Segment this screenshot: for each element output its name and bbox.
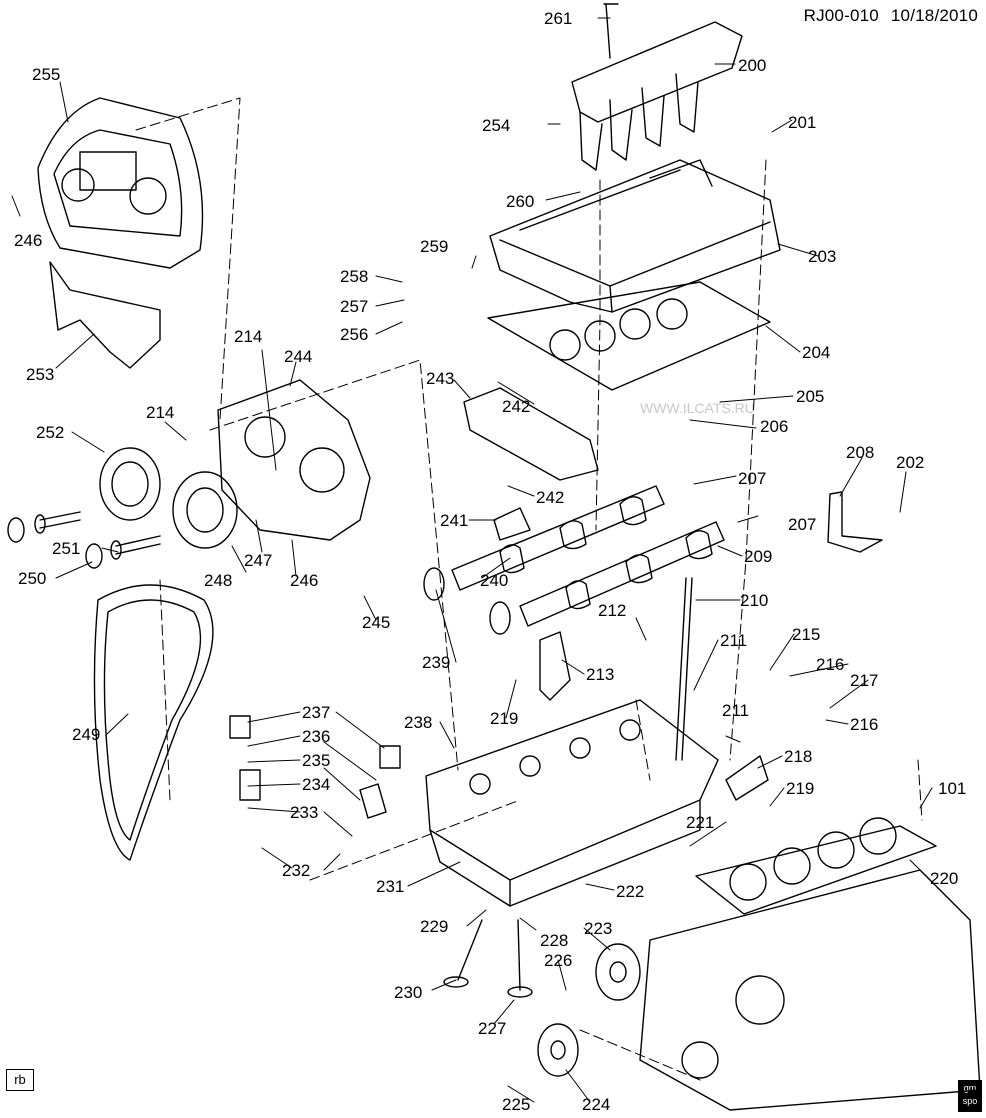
exhaust-camshaft-part [519, 521, 725, 627]
callout-label: 228 [540, 931, 568, 950]
callout-label: 206 [760, 417, 788, 436]
diagram-header: RJ00-010 10/18/2010 [792, 6, 978, 26]
callout-label: 208 [846, 443, 874, 462]
callout-label: 229 [420, 917, 448, 936]
callout-label: 200 [738, 56, 766, 75]
callout-label: 221 [686, 813, 714, 832]
intake-camshaft-sprocket-part [99, 447, 161, 521]
callout-label: 253 [26, 365, 54, 384]
callout-label: 259 [420, 237, 448, 256]
callout-label: 233 [290, 803, 318, 822]
valve-spring-part [229, 715, 401, 819]
ignition-coil-part [571, 3, 743, 171]
callout-label: 219 [786, 779, 814, 798]
callout-label: 211 [720, 631, 747, 650]
callout-label: 204 [802, 343, 830, 362]
callout-label: 214 [234, 327, 262, 346]
callout-label: 231 [376, 877, 404, 896]
head-bolt-part [675, 577, 693, 761]
callout-label: 251 [52, 539, 80, 558]
callout-label: 240 [480, 571, 508, 590]
timing-guide-part [49, 261, 161, 369]
callout-label: 220 [930, 869, 958, 888]
callout-label: 258 [340, 267, 368, 286]
callout-label: 216 [816, 655, 844, 674]
callout-label: 260 [506, 192, 534, 211]
callout-label: 202 [896, 453, 924, 472]
footer-code-box: rb [6, 1069, 34, 1091]
callout-label: 256 [340, 325, 368, 344]
callout-label: 223 [584, 919, 612, 938]
callout-label: 255 [32, 65, 60, 84]
cover-gasket-part [487, 281, 771, 391]
callout-label: 211 [722, 701, 749, 720]
callout-label: 101 [938, 779, 966, 798]
camshaft-bearing-cap-part [463, 387, 599, 541]
callout-label: 225 [502, 1095, 530, 1114]
callout-label: 245 [362, 613, 390, 632]
callout-label: 242 [502, 397, 530, 416]
idler-pulley-part [537, 1023, 579, 1077]
cylinder-head-gasket-part [695, 817, 937, 915]
exhaust-camshaft-sprocket-part [172, 471, 238, 549]
callout-label: 236 [302, 727, 330, 746]
timing-belt-part [93, 584, 214, 861]
callout-label: 230 [394, 983, 422, 1002]
tensioner-pulley-part [595, 943, 641, 1001]
callout-label: 246 [290, 571, 318, 590]
callout-label: 249 [72, 725, 100, 744]
callout-label: 226 [544, 951, 572, 970]
callout-label: 261 [544, 9, 572, 28]
callout-label: 252 [36, 423, 64, 442]
callout-label: 210 [740, 591, 768, 610]
callout-label: 203 [808, 247, 836, 266]
intake-camshaft-part [451, 485, 665, 591]
callout-label: 222 [616, 882, 644, 901]
callout-label: 217 [850, 671, 878, 690]
callout-label: 254 [482, 116, 510, 135]
callout-label: 207 [738, 469, 766, 488]
diagram-code: RJ00-010 [803, 6, 879, 25]
callout-label: 242 [536, 488, 564, 507]
cylinder-head-part [425, 699, 719, 907]
callout-label: 216 [850, 715, 878, 734]
callout-label: 232 [282, 861, 310, 880]
callout-label: 248 [204, 571, 232, 590]
engine-block-part [639, 869, 981, 1111]
callout-label: 234 [302, 775, 330, 794]
callout-label: 257 [340, 297, 368, 316]
callout-label: 224 [582, 1095, 610, 1114]
callout-label: 214 [146, 403, 174, 422]
callout-label: 212 [598, 601, 626, 620]
watermark: WWW.ILCATS.RU [640, 400, 755, 416]
valve-part [443, 919, 533, 998]
callout-label: 213 [586, 665, 614, 684]
front-timing-cover-part [37, 97, 204, 269]
callout-label: 235 [302, 751, 330, 770]
callout-label: 246 [14, 231, 42, 250]
callout-label: 241 [440, 511, 468, 530]
callout-label: 215 [792, 625, 820, 644]
camshaft-cover-part [489, 159, 781, 313]
callout-label: 238 [404, 713, 432, 732]
callout-label: 205 [796, 387, 824, 406]
camshaft-seal-part [423, 567, 511, 635]
callout-label: 209 [744, 547, 772, 566]
callout-label: 237 [302, 703, 330, 722]
callout-label: 239 [422, 653, 450, 672]
callout-label: 201 [788, 113, 816, 132]
sprocket-bolt-part [7, 511, 161, 569]
callout-label: 218 [784, 747, 812, 766]
callout-label: 244 [284, 347, 312, 366]
callout-label: 243 [426, 369, 454, 388]
diagram-date: 10/18/2010 [890, 6, 978, 25]
callout-label: 219 [490, 709, 518, 728]
callout-label: 227 [478, 1019, 506, 1038]
callout-label: 207 [788, 515, 816, 534]
timing-case-part [217, 379, 371, 541]
callout-label: 247 [244, 551, 272, 570]
callout-label: 250 [18, 569, 46, 588]
